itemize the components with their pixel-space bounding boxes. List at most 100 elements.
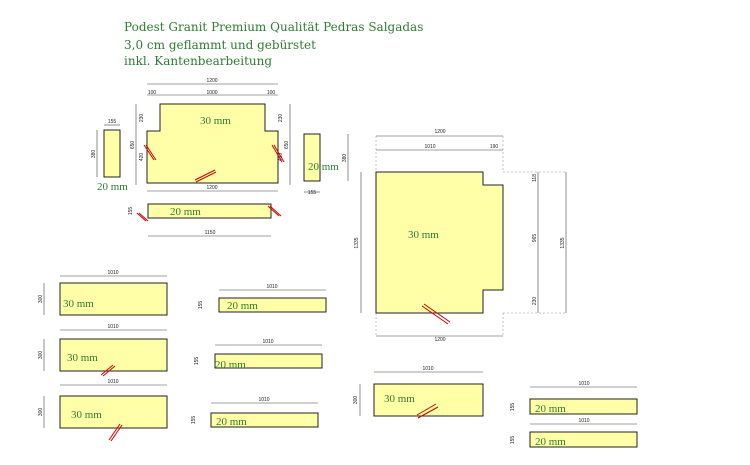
dim-label: 1200	[206, 185, 217, 191]
dim-label: 155	[510, 436, 516, 445]
stone-plate	[218, 297, 327, 313]
thickness-label: 20 mm	[535, 403, 566, 415]
dim-label: 118	[532, 174, 538, 182]
piece-right-20-b: 1010 20 mm 155	[510, 418, 638, 448]
dim-label: 1335	[560, 237, 566, 248]
edge-mark	[194, 169, 216, 181]
stone-plate	[375, 171, 504, 314]
thickness-label: 30 mm	[63, 298, 94, 310]
stone-plate	[210, 412, 319, 428]
edge-mark	[267, 205, 280, 217]
edge-mark	[108, 423, 121, 441]
stone-plate	[529, 398, 638, 415]
piece-left-30-b: 1010 30 mm 300	[38, 324, 168, 377]
dim-label: 300	[38, 295, 44, 304]
piece-mid-20-a: 1010 20 mm 155	[198, 284, 327, 313]
piece-right-side: 20 mm 380 155	[303, 133, 349, 196]
title-line-3: inkl. Kantenbearbeitung	[124, 54, 273, 68]
dim-label: 1000	[206, 90, 217, 96]
dim-label: 300	[38, 351, 44, 360]
piece-mid-20-c: 1010 20 mm 155	[191, 397, 319, 428]
dim-label: 190	[490, 144, 499, 150]
dim-label: 100	[267, 90, 276, 96]
stone-plate	[529, 431, 638, 448]
thickness-label: 30 mm	[200, 115, 231, 127]
edge-mark	[195, 171, 217, 183]
thickness-label: 20 mm	[535, 436, 566, 448]
piece-right-20-a: 1010 20 mm 155	[510, 381, 638, 415]
dim-label: 650	[130, 141, 136, 150]
edge-mark	[417, 406, 439, 419]
edge-mark	[271, 144, 283, 163]
stone-plate	[146, 103, 279, 184]
dim-label: 1010	[107, 324, 118, 330]
piece-front-strip: 20 mm 155 1150	[128, 203, 282, 237]
edge-mark	[102, 365, 116, 377]
dim-label: 155	[198, 301, 204, 310]
thickness-label: 20 mm	[227, 300, 258, 312]
thickness-label: 20 mm	[215, 359, 246, 371]
dim-label: 1010	[107, 270, 118, 276]
thickness-label: 30 mm	[408, 229, 439, 241]
stone-plate	[59, 282, 168, 316]
dim-label: 1010	[258, 397, 269, 403]
dim-label: 1010	[266, 284, 277, 290]
dim-label: 1010	[424, 144, 435, 150]
dim-label: 965	[532, 234, 538, 243]
title-line-1: Podest Granit Premium Qualität Pedras Sa…	[124, 20, 424, 34]
dim-label: 1200	[434, 129, 445, 135]
edge-mark	[138, 212, 149, 222]
thickness-label: 30 mm	[67, 352, 98, 364]
stone-plate	[214, 353, 323, 369]
dim-label: 1335	[354, 237, 360, 248]
dim-label: 650	[284, 141, 290, 150]
stone-plate	[59, 338, 168, 372]
edge-mark	[143, 144, 155, 161]
dim-label: 155	[108, 119, 117, 125]
dim-label: 1200	[206, 78, 217, 84]
piece-large-square: 1200 1010 190 30 mm 1335 1335 118 965 23…	[354, 129, 567, 343]
dim-label: 155	[510, 403, 516, 412]
dim-label: 300	[353, 396, 359, 405]
thickness-label: 30 mm	[71, 409, 102, 421]
dim-label: 100	[148, 90, 157, 96]
dim-label: 1010	[578, 418, 589, 424]
edge-mark	[416, 403, 437, 416]
edge-mark	[110, 424, 123, 442]
stone-plate	[303, 133, 321, 182]
edge-mark	[100, 364, 114, 376]
thickness-label: 20 mm	[216, 416, 247, 428]
dim-label: 230	[139, 114, 145, 123]
piece-mid-20-b: 1010 20 mm 155	[194, 339, 323, 371]
edge-mark	[273, 144, 285, 163]
dim-label: 380	[91, 150, 97, 159]
title-line-2: 3,0 cm geflammt und gebürstet	[124, 38, 316, 52]
edge-mark	[423, 303, 451, 323]
dim-label: 155	[128, 207, 134, 216]
dim-label: 230	[278, 114, 284, 123]
thickness-label: 20 mm	[308, 161, 339, 173]
dim-label: 380	[342, 154, 348, 163]
thickness-label: 20 mm	[97, 181, 128, 193]
dim-label: 1200	[434, 337, 445, 343]
piece-bottom-30: 1010 30 mm 300	[353, 366, 484, 419]
dim-label: 1010	[578, 381, 589, 387]
stone-plate	[59, 395, 168, 429]
dim-label: 420	[139, 153, 145, 162]
piece-main-top: 1200 1000 100 100 650 230 420 650 230 42…	[130, 78, 291, 192]
dim-label: 1010	[262, 339, 273, 345]
edge-mark	[269, 205, 282, 217]
dim-label: 1010	[107, 379, 118, 385]
dim-label: 1150	[205, 230, 216, 236]
stone-plate	[147, 203, 272, 219]
piece-left-side: 155 380 20 mm	[91, 119, 128, 193]
stone-plate	[373, 383, 484, 417]
edge-mark	[145, 144, 157, 161]
piece-left-30-c: 1010 30 mm 300	[38, 379, 168, 442]
dim-label: 155	[194, 357, 200, 366]
dim-label: 300	[38, 408, 44, 417]
stone-plate	[103, 129, 121, 178]
edge-mark	[421, 305, 449, 325]
dim-label: 155	[308, 190, 317, 196]
